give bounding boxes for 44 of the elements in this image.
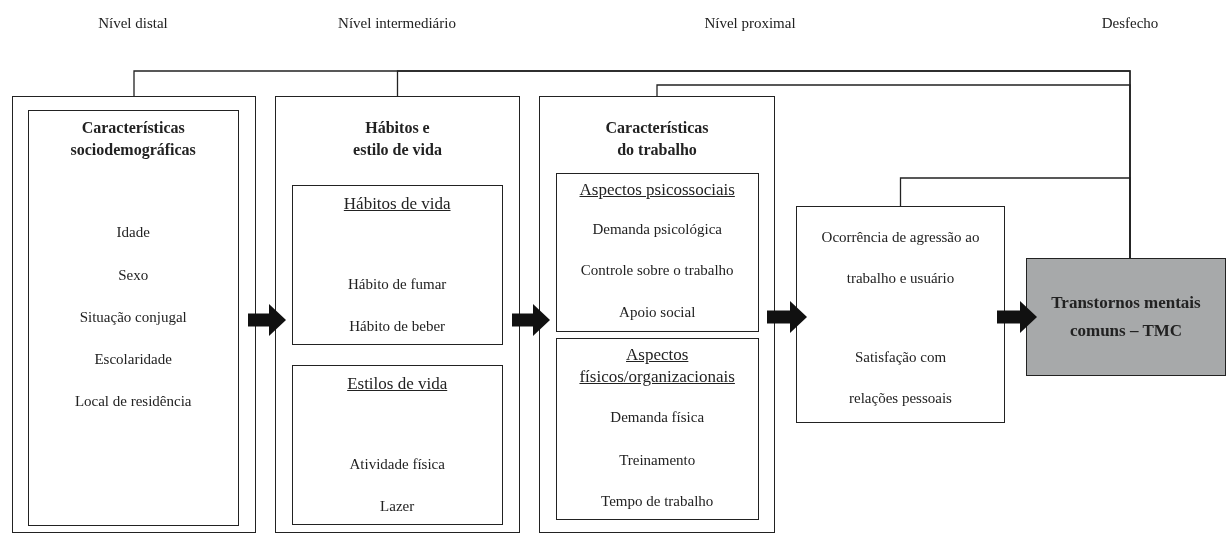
block-arrow xyxy=(997,301,1037,333)
factor-text: Idade xyxy=(116,222,150,242)
subheading: Aspectos físicos/organizacionais xyxy=(578,343,736,388)
factor-text: Satisfação com relações pessoais xyxy=(848,348,953,408)
factor-text: Sexo xyxy=(118,265,149,285)
heading: Hábitos e estilo de vida xyxy=(352,118,443,160)
factor-text: Demanda física xyxy=(610,407,705,427)
factor-box xyxy=(27,109,239,526)
factor-text: Atividade física xyxy=(349,454,445,474)
factor-text: Situação conjugal xyxy=(79,307,187,327)
factor-text: Treinamento xyxy=(619,450,696,470)
factor-box xyxy=(291,184,503,345)
factor-text: Hábito de fumar xyxy=(348,274,447,294)
factor-box xyxy=(539,96,775,533)
factor-text: Apoio social xyxy=(619,302,696,322)
factor-box xyxy=(555,337,759,520)
subheading: Estilos de vida xyxy=(347,373,448,393)
level-label: Desfecho xyxy=(1101,15,1159,32)
heading: Características do trabalho xyxy=(604,118,710,160)
factor-box xyxy=(796,206,1005,423)
outcome-box xyxy=(1026,258,1226,376)
factor-text: Lazer xyxy=(380,496,415,516)
block-arrow xyxy=(767,301,807,333)
outcome-label: Transtornos mentais comuns – TMC xyxy=(1050,292,1202,342)
heading: Características sociodemográficas xyxy=(69,117,197,161)
factor-text: Controle sobre o trabalho xyxy=(580,260,734,280)
block-arrow xyxy=(512,304,550,336)
factor-text: Local de residência xyxy=(74,391,192,411)
factor-text: Tempo de trabalho xyxy=(601,491,714,511)
connector-line xyxy=(133,70,1131,259)
factor-text: Demanda psicológica xyxy=(592,219,722,239)
factor-box xyxy=(291,364,503,525)
factor-box xyxy=(555,172,759,332)
factor-text: Ocorrência de agressão ao trabalho e usuário xyxy=(820,228,981,288)
block-arrow xyxy=(248,304,286,336)
level-label: Nível distal xyxy=(98,15,168,32)
factor-text: Escolaridade xyxy=(94,349,172,369)
level-label: Nível proximal xyxy=(704,15,796,32)
column-box xyxy=(12,96,256,533)
subheading: Hábitos de vida xyxy=(343,193,451,213)
factor-box xyxy=(275,96,520,533)
factor-text: Hábito de beber xyxy=(349,316,446,336)
subheading: Aspectos psicossociais xyxy=(579,179,735,199)
level-label: Nível intermediário xyxy=(338,15,456,32)
